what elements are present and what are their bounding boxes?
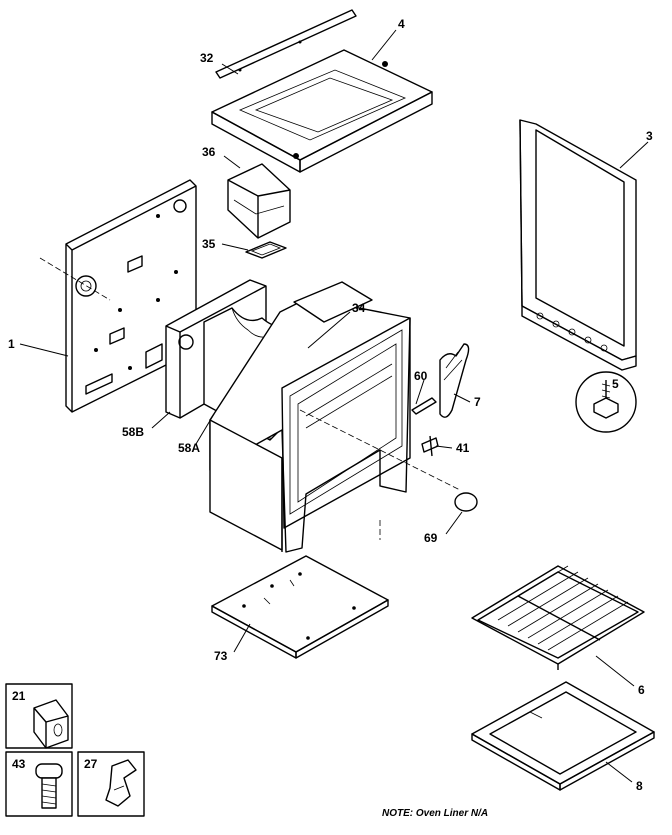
side-trim-frame-part: [519, 119, 637, 371]
callout-32: 32: [200, 51, 214, 65]
callout-41: 41: [456, 441, 470, 455]
bottom-panel-part: [211, 555, 389, 659]
callout-7: 7: [474, 395, 481, 409]
top-frame-part: [211, 49, 433, 173]
callout-21: 21: [12, 689, 26, 703]
callout-58a: 58A: [178, 441, 200, 455]
inset-box-27: [77, 751, 145, 817]
callout-34: 34: [352, 301, 366, 315]
callout-69: 69: [424, 531, 438, 545]
leveling-leg-part: [575, 371, 637, 433]
callout-6: 6: [638, 683, 645, 697]
vent-duct-part: [227, 163, 291, 239]
oven-cavity-frame: [209, 281, 461, 553]
broiler-tray-part: [471, 681, 655, 791]
rear-panel-part: [39, 179, 197, 413]
callout-58b: 58B: [122, 425, 144, 439]
callout-35: 35: [202, 237, 216, 251]
trim-strip-part: [215, 9, 357, 79]
callout-1: 1: [8, 337, 15, 351]
callout-8: 8: [636, 779, 643, 793]
plug-button-part: [454, 492, 478, 512]
callout-27: 27: [84, 757, 98, 771]
callout-3: 3: [646, 129, 653, 143]
callout-60: 60: [414, 369, 428, 383]
callout-5: 5: [612, 377, 619, 391]
callout-36: 36: [202, 145, 216, 159]
oven-rack-part: [471, 565, 645, 670]
callout-73: 73: [214, 649, 228, 663]
inset-box-21: [5, 683, 73, 749]
callout-43: 43: [12, 757, 26, 771]
callout-4: 4: [398, 17, 405, 31]
vent-grille-part: [245, 241, 287, 259]
diagram-note: NOTE: Oven Liner N/A: [382, 808, 488, 819]
inset-box-43: [5, 751, 73, 817]
hinge-parts: [411, 343, 470, 457]
